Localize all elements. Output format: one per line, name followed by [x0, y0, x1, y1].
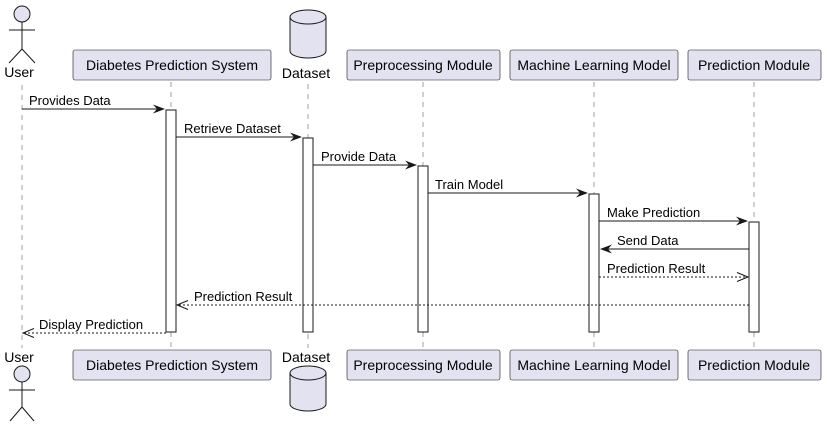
arrow-head-icon [600, 244, 612, 254]
participants-bottom: User Diabetes Prediction System Dataset … [4, 349, 822, 422]
arrow-head-icon [290, 132, 302, 142]
participant-label-model-bottom: Machine Learning Model [517, 357, 670, 373]
actor-user-head-icon-bottom [13, 365, 31, 383]
message-make-prediction: Make Prediction [599, 205, 748, 226]
participant-label-dataset-top: Dataset [282, 65, 330, 81]
participants-top: User Diabetes Prediction System Dataset … [4, 5, 822, 81]
actor-user-head-icon [13, 5, 31, 23]
activation-bar-system [165, 109, 177, 333]
message-send-data: Send Data [600, 233, 749, 254]
participant-label-user-bottom: User [4, 349, 34, 365]
participant-label-preprocessing-top: Preprocessing Module [353, 57, 493, 73]
activation-bar-dataset [302, 137, 314, 333]
actor-user-bottom [9, 365, 35, 422]
open-arrow-head-icon [21, 328, 35, 338]
message-provides-data: Provides Data [22, 93, 165, 114]
message-label-make-prediction: Make Prediction [607, 205, 700, 220]
message-display-prediction: Display Prediction [21, 317, 166, 338]
message-label-provide-data: Provide Data [321, 149, 397, 164]
open-arrow-head-icon [175, 300, 189, 310]
participant-label-preprocessing-bottom: Preprocessing Module [353, 357, 493, 373]
messages: Provides Data Retrieve Dataset Provide D… [21, 93, 750, 338]
arrow-head-icon [405, 160, 417, 170]
activation-bars [165, 109, 760, 333]
message-provide-data: Provide Data [313, 149, 417, 170]
participant-box-model-top [509, 49, 679, 81]
participant-label-dataset-bottom: Dataset [282, 349, 330, 365]
participant-label-prediction-bottom: Prediction Module [698, 357, 810, 373]
database-icon-bottom [289, 365, 327, 412]
message-prediction-result-to-module: Prediction Result [599, 261, 750, 282]
actor-user-right-leg-bottom [21, 406, 35, 422]
participant-label-system-bottom: Diabetes Prediction System [86, 357, 258, 373]
message-label-retrieve-dataset: Retrieve Dataset [184, 121, 281, 136]
participant-box-preprocessing-bottom [346, 349, 501, 381]
message-train-model: Train Model [428, 177, 588, 198]
participant-box-system-top [72, 49, 272, 81]
message-label-display-prediction: Display Prediction [39, 317, 143, 332]
database-body-bottom [289, 372, 327, 412]
participant-box-prediction-bottom [687, 349, 822, 381]
participant-label-system-top: Diabetes Prediction System [86, 57, 258, 73]
actor-user-left-leg-bottom [9, 406, 23, 422]
activation-bar-model [588, 193, 600, 333]
database-lid-bottom [289, 365, 327, 381]
participant-label-model-top: Machine Learning Model [517, 57, 670, 73]
activation-bar-preprocessing [417, 165, 429, 333]
activation-bar-prediction [748, 221, 760, 333]
database-body-top [289, 16, 327, 59]
message-label-train-model: Train Model [435, 177, 503, 192]
participant-label-user-top: User [4, 64, 34, 80]
message-prediction-result-to-system: Prediction Result [175, 289, 749, 310]
participant-box-preprocessing-top [346, 49, 501, 81]
actor-user-left-leg [8, 48, 23, 64]
arrow-head-icon [576, 188, 588, 198]
arrow-head-icon [153, 104, 165, 114]
actor-user-top: User [4, 5, 36, 80]
message-retrieve-dataset: Retrieve Dataset [176, 121, 302, 142]
arrow-head-icon [736, 216, 748, 226]
participant-box-system-bottom [72, 349, 272, 381]
database-icon-top [289, 9, 327, 59]
message-label-send-data: Send Data [617, 233, 679, 248]
participant-box-prediction-top [687, 49, 822, 81]
message-label-prediction-result-2: Prediction Result [194, 289, 293, 304]
open-arrow-head-icon [736, 272, 750, 282]
actor-user-right-leg [21, 48, 36, 64]
participant-box-model-bottom [509, 349, 679, 381]
participant-label-prediction-top: Prediction Module [698, 57, 810, 73]
message-label-prediction-result-1: Prediction Result [607, 261, 706, 276]
database-lid-top [289, 9, 327, 25]
message-label-provides-data: Provides Data [29, 93, 111, 108]
